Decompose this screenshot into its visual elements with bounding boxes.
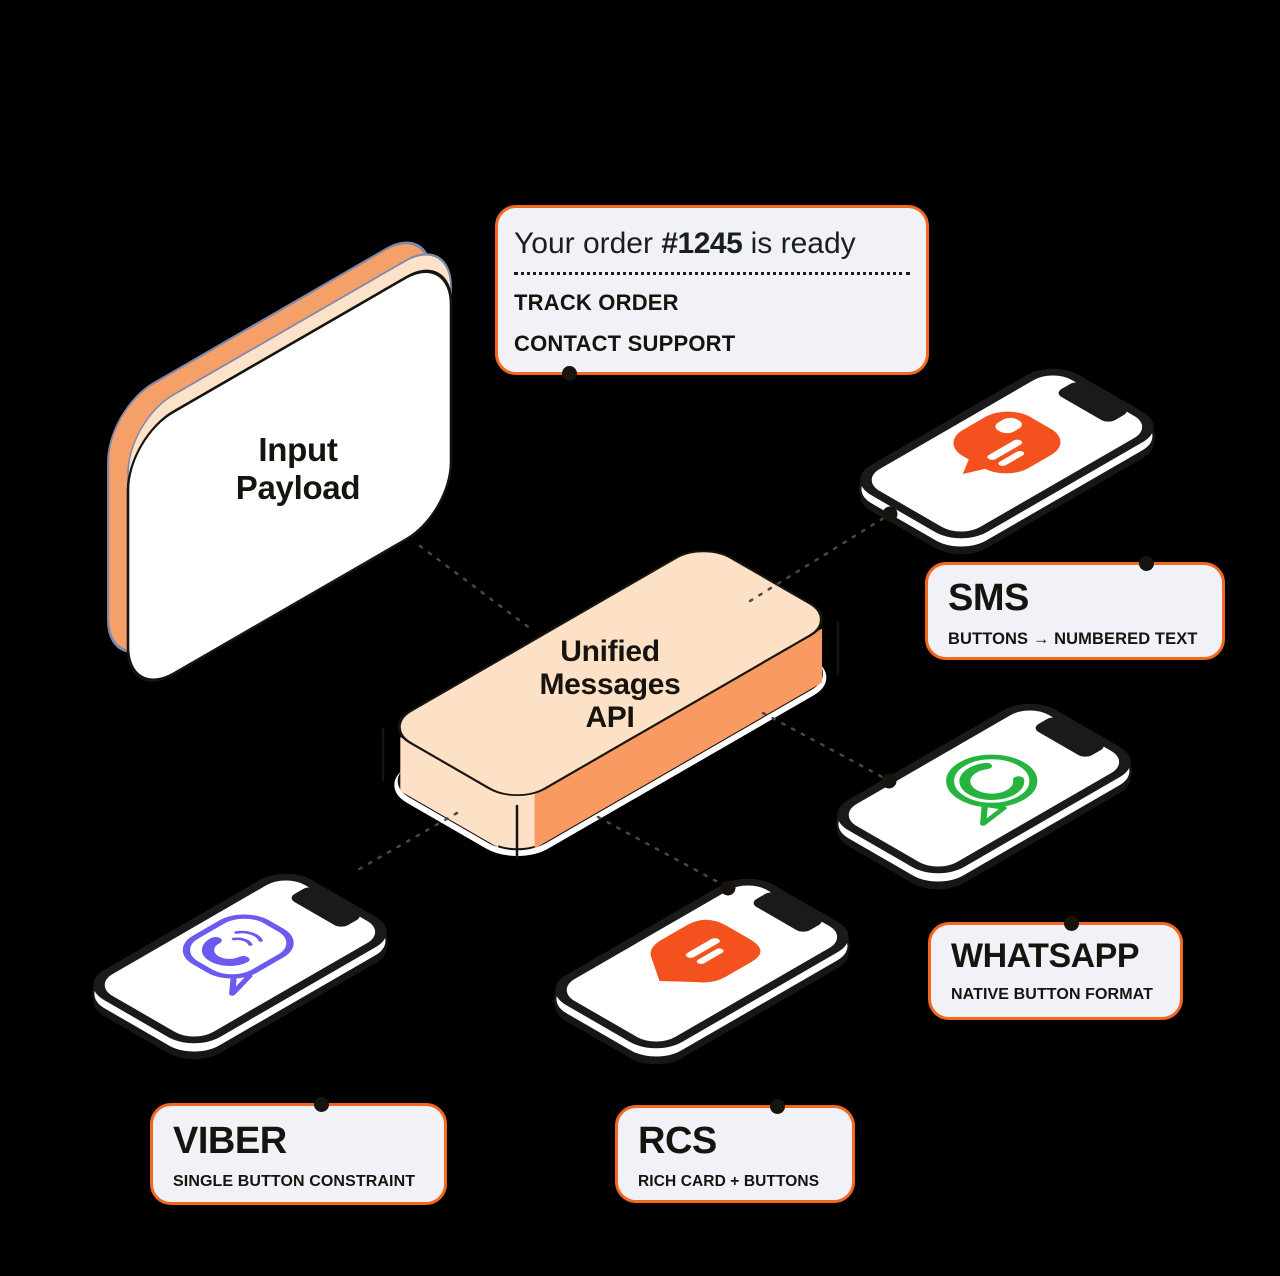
- connector-dots: [720, 506, 898, 896]
- whatsapp-connector-dot: [881, 773, 897, 789]
- whatsapp-card-title: WHATSAPP: [951, 937, 1140, 975]
- sms-connector-dot: [882, 506, 898, 522]
- api-label-line1: Unified: [560, 635, 660, 668]
- rcs-bubble-icon: [650, 919, 761, 983]
- sms-card-note: BUTTONS → NUMBERED TEXT: [948, 630, 1198, 648]
- dotted-divider: [514, 272, 910, 275]
- message-preview-card: Your order #1245 is ready TRACK ORDER CO…: [495, 205, 929, 381]
- viber-card-anchor-dot: [314, 1097, 329, 1112]
- connector-api-to-viber: [352, 811, 459, 874]
- api-label-line3: API: [585, 701, 635, 734]
- rcs-card-note: RICH CARD + BUTTONS: [638, 1173, 820, 1190]
- connector-lines: [352, 514, 890, 889]
- rcs-card-anchor-dot: [770, 1099, 785, 1114]
- rcs-phone: [553, 878, 850, 1065]
- sms-card-title: SMS: [948, 577, 1029, 619]
- sms-phone: [858, 368, 1155, 555]
- message-headline: Your order #1245 is ready: [514, 226, 910, 262]
- rcs-connector-dot: [720, 880, 736, 896]
- whatsapp-card-note: NATIVE BUTTON FORMAT: [951, 986, 1153, 1003]
- unified-api-box: [394, 550, 827, 856]
- whatsapp-bubble-icon: [946, 754, 1038, 826]
- rcs-channel-card: RCS RICH CARD + BUTTONS: [615, 1099, 855, 1203]
- api-label-line2: Messages: [539, 668, 681, 701]
- connector-api-to-whatsapp: [761, 711, 890, 782]
- rcs-card-title: RCS: [638, 1120, 717, 1162]
- input-label-line2: Payload: [235, 469, 361, 506]
- whatsapp-phone: [835, 703, 1132, 890]
- sms-card-anchor-dot: [1139, 556, 1154, 571]
- whatsapp-channel-card: WHATSAPP NATIVE BUTTON FORMAT: [928, 916, 1183, 1020]
- contact-support-button[interactable]: CONTACT SUPPORT: [514, 331, 736, 356]
- api-box-label: Unified Messages API: [460, 635, 760, 734]
- sms-channel-card: SMS BUTTONS → NUMBERED TEXT: [925, 556, 1225, 660]
- viber-phone: [91, 873, 388, 1060]
- sms-bubble-icon: [953, 411, 1061, 474]
- input-payload-card: [106, 241, 453, 682]
- connector-api-to-sms: [748, 514, 889, 603]
- viber-card-note: SINGLE BUTTON CONSTRAINT: [173, 1173, 416, 1190]
- connector-api-to-rcs: [596, 815, 729, 889]
- box-corner-edges: [381, 620, 840, 860]
- message-headline-suffix: is ready: [742, 227, 856, 260]
- order-number: #1245: [661, 227, 743, 260]
- viber-bubble-icon: [182, 914, 294, 996]
- track-order-button[interactable]: TRACK ORDER: [514, 290, 679, 315]
- viber-card-title: VIBER: [173, 1120, 287, 1162]
- connector-input-to-api: [418, 544, 533, 631]
- message-headline-prefix: Your order: [514, 227, 662, 260]
- input-payload-label: Input Payload: [128, 431, 468, 507]
- input-label-line1: Input: [258, 431, 338, 468]
- whatsapp-card-anchor-dot: [1064, 916, 1079, 931]
- viber-channel-card: VIBER SINGLE BUTTON CONSTRAINT: [150, 1097, 447, 1205]
- message-card-anchor-dot: [562, 366, 577, 381]
